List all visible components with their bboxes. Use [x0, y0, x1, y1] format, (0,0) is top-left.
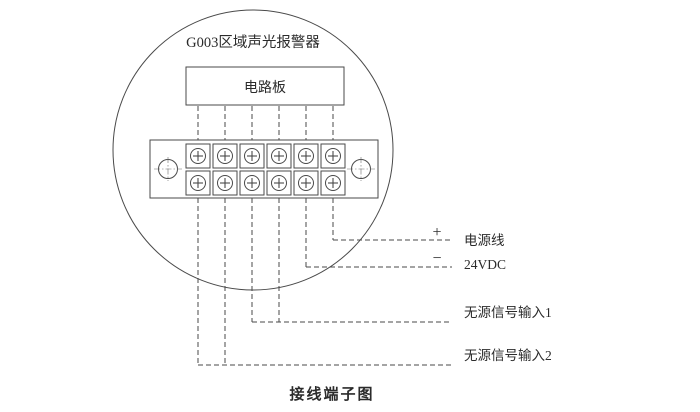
terminal-block	[149, 139, 379, 199]
terminal-screw	[212, 143, 238, 169]
board-to-terminal-wires	[197, 106, 334, 140]
signal-input-1-label: 无源信号输入1	[464, 305, 552, 320]
terminal-screw	[239, 143, 265, 169]
wire-power-minus	[305, 198, 452, 268]
terminal-screw	[293, 143, 319, 169]
wire-signal-input-1	[251, 198, 452, 323]
terminal-screw	[239, 170, 265, 196]
terminal-screw	[185, 170, 211, 196]
terminal-screw	[293, 170, 319, 196]
terminal-screw	[266, 143, 292, 169]
power-line-label: 电源线	[464, 233, 505, 248]
wire-power-plus	[332, 198, 452, 241]
terminal-screw	[185, 143, 211, 169]
mounting-hole-right	[346, 156, 376, 182]
terminal-screw	[212, 170, 238, 196]
wire-signal-input-2	[197, 198, 452, 366]
power-plus-sign: +	[432, 224, 441, 241]
circuit-board-label: 电路板	[244, 80, 286, 96]
power-minus-sign: −	[432, 250, 441, 267]
circuit-board	[185, 66, 345, 106]
diagram-caption: 接线端子图	[289, 385, 374, 403]
mounting-hole-left	[153, 156, 183, 182]
device-title: G003区域声光报警器	[186, 33, 320, 51]
enclosure-circle	[112, 9, 394, 291]
terminal-screw	[320, 143, 346, 169]
terminal-screw	[320, 170, 346, 196]
terminal-block-body	[149, 139, 379, 199]
signal-input-2-label: 无源信号输入2	[464, 348, 552, 363]
terminal-screw	[266, 170, 292, 196]
power-voltage-label: 24VDC	[464, 257, 506, 272]
